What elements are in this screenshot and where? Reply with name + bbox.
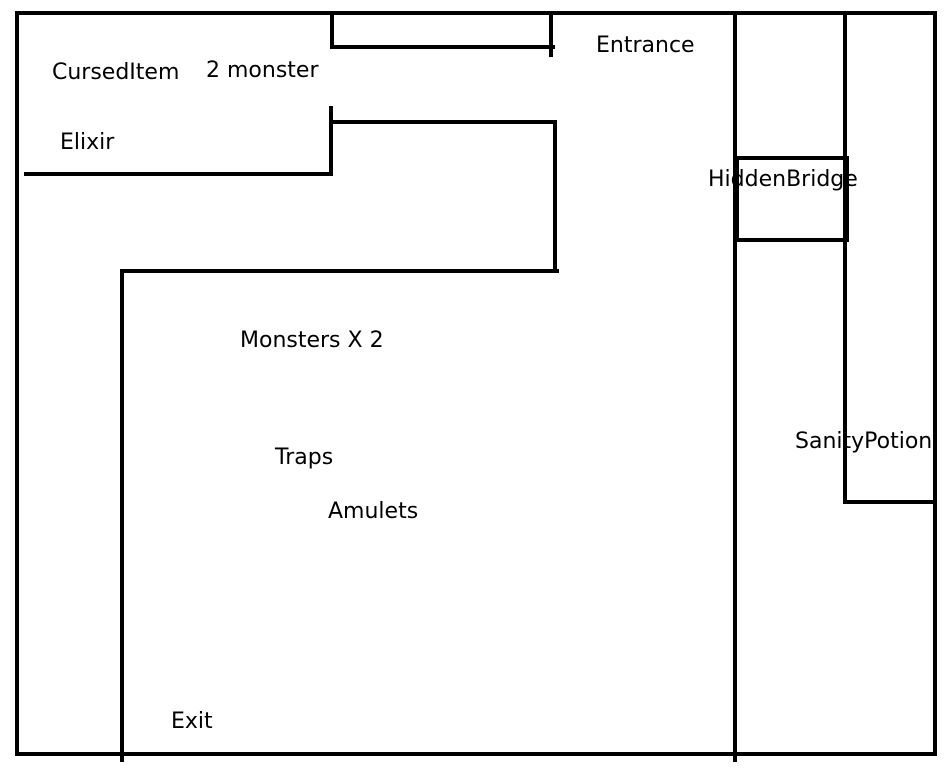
monsters-x2-label: Monsters X 2	[240, 328, 384, 353]
outer-wall	[15, 11, 937, 756]
cursed-item-label: CursedItem	[52, 60, 180, 85]
hidden-bridge-box	[735, 156, 849, 242]
elixir-label: Elixir	[60, 130, 115, 155]
entrance-label: Entrance	[596, 33, 695, 58]
exit-label: Exit	[171, 709, 213, 734]
main-room-wall	[120, 269, 559, 762]
traps-label: Traps	[275, 445, 334, 470]
corridor-upper-wall	[331, 120, 557, 273]
amulets-label: Amulets	[328, 499, 419, 524]
corridor-step-wall	[24, 106, 333, 176]
two-monster-label: 2 monster	[206, 58, 319, 83]
hidden-bridge-label: HiddenBridge	[708, 167, 858, 192]
sanity-potion-label: SanityPotion	[795, 429, 933, 454]
entrance-notch-wall	[330, 13, 555, 49]
